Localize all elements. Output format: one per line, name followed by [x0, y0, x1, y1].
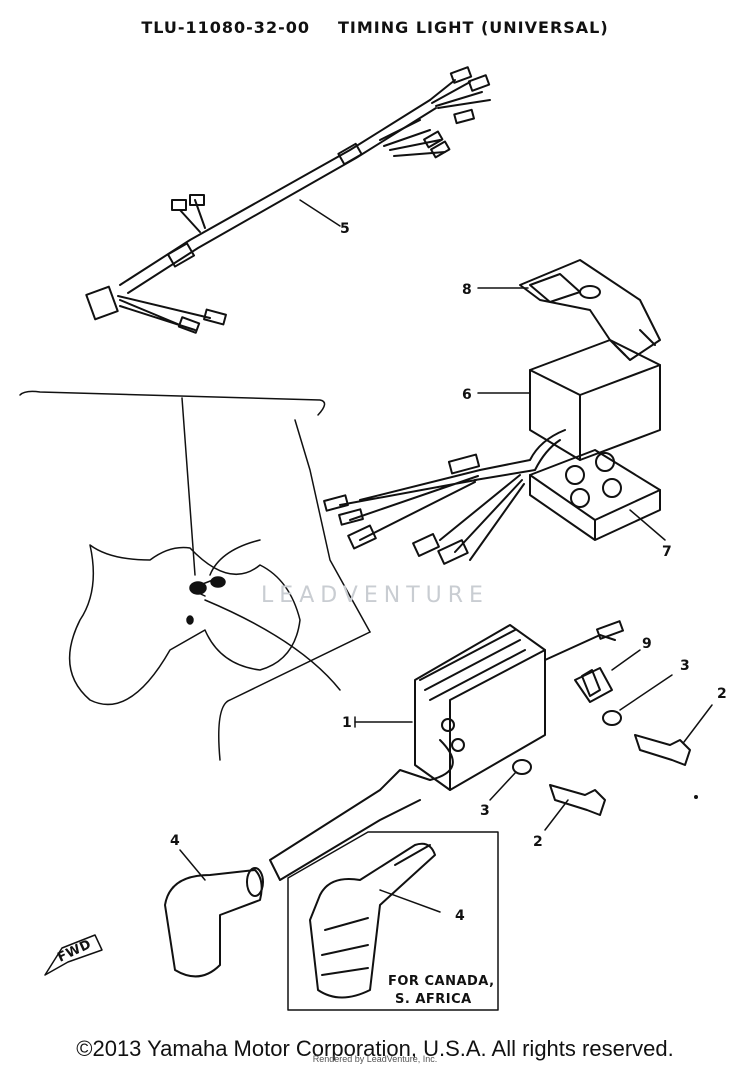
callout-2-lower: 2 — [533, 834, 543, 850]
callout-5: 5 — [340, 221, 350, 237]
ignition-coil-part-1[interactable] — [269, 620, 624, 881]
washer-part-3-upper[interactable] — [602, 674, 673, 726]
inset-note-line-1: FOR CANADA, — [388, 974, 495, 989]
screw-part-2-lower[interactable] — [544, 784, 606, 831]
callout-9: 9 — [642, 636, 652, 652]
diagram-title: TLU-11080-32-00 TIMING LIGHT (UNIVERSAL) — [0, 18, 750, 37]
bracket-part-8[interactable] — [477, 259, 661, 361]
spark-plug-cap-part-4[interactable] — [164, 849, 264, 978]
spark-plug-cap-part-4-inset[interactable] — [309, 842, 441, 999]
callout-7: 7 — [662, 544, 672, 560]
stray-dot — [694, 795, 698, 799]
damper-part-7[interactable] — [529, 449, 666, 541]
callout-3-upper: 3 — [680, 658, 690, 674]
rendered-by-notice: Rendered by LeadVenture, Inc. — [312, 1054, 438, 1064]
callout-1: 1 — [342, 715, 352, 731]
callout-6: 6 — [462, 387, 472, 403]
copyright-notice: ©2013 Yamaha Motor Corporation, U.S.A. A… — [76, 1036, 674, 1061]
inset-note-line-2: S. AFRICA — [395, 992, 472, 1007]
motorcycle-location-sketch — [19, 390, 371, 761]
washer-part-3-lower[interactable] — [489, 759, 532, 801]
exploded-parts-diagram: LEADVENTURE 5 8 6 7 9 3 2 1 3 2 4 4 FWD … — [19, 66, 727, 1011]
callout-4-main: 4 — [170, 833, 180, 849]
part-number: TLU-11080-32-00 — [141, 18, 310, 37]
callout-2-upper: 2 — [717, 686, 727, 702]
cdi-unit-part-6[interactable] — [323, 339, 661, 565]
screw-part-2-upper[interactable] — [634, 704, 713, 766]
callout-3-lower: 3 — [480, 803, 490, 819]
callout-4-inset: 4 — [455, 908, 465, 924]
clamp-part-9[interactable] — [574, 649, 641, 703]
inset-frame — [287, 831, 499, 1011]
callout-8: 8 — [462, 282, 472, 298]
wire-harness-part-5[interactable] — [85, 66, 491, 334]
fwd-arrow-icon — [44, 934, 103, 976]
watermark-text: LEADVENTURE — [261, 583, 489, 608]
fwd-label: FWD — [55, 937, 94, 966]
diagram-name: TIMING LIGHT (UNIVERSAL) — [337, 18, 609, 37]
